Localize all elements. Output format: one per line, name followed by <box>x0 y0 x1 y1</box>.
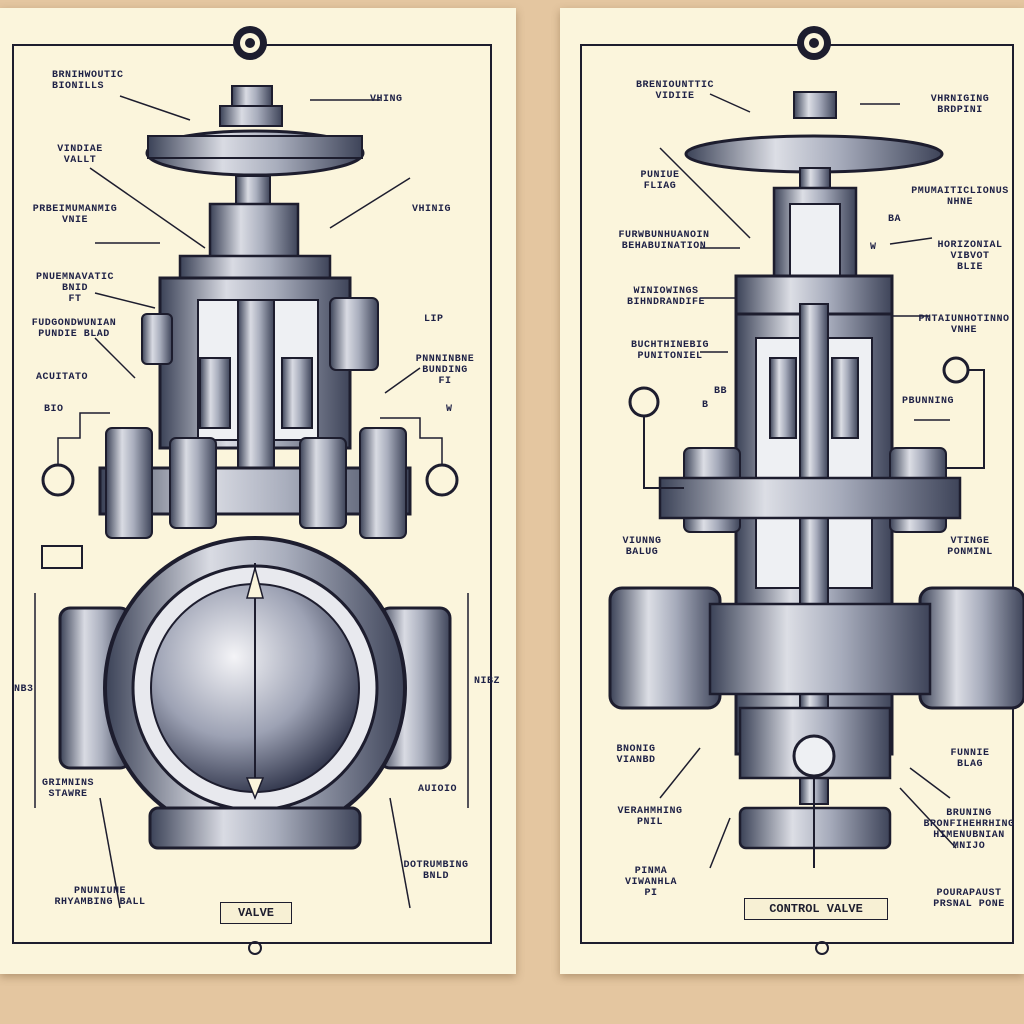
label-pnrumhin: PNTAIUNHOTINNO VNHE <box>918 314 1010 336</box>
label-pmumaitic: PMUMAITICLIONUS NHNE <box>911 186 1009 208</box>
label-visng: VIUNNG BALUG <box>622 536 662 558</box>
label-pnaunle: PNUNIUNE RHYAMBING BALL <box>54 886 146 908</box>
label-pneumatic: PNUEMNAVATIC BNID FT <box>35 272 114 305</box>
label-dotrumbig: DOTRUMBING BNLD <box>403 860 469 882</box>
dimension-right: NIBZ <box>474 676 501 687</box>
pressure-gauge-left <box>41 463 75 497</box>
label-w: W <box>870 242 877 253</box>
handwheel <box>684 134 944 174</box>
poster-frame <box>580 44 1014 944</box>
label-top-left: BRENIOUNTTIC VIDIIE <box>635 80 714 102</box>
label-pinma: PINMA VIWANHLA PI <box>624 866 677 899</box>
label-top-left: BRNIHWOUTIC BIONILLS <box>52 70 124 92</box>
label-pbuning: PBUNNING <box>902 396 955 407</box>
label-pourapaust: POURAPAUST PRSNAL PONE <box>933 888 1005 910</box>
pipe-right <box>918 586 1024 710</box>
label-actuator: ACUITATO <box>36 372 89 383</box>
label-rounding: BUCHTHINEBIG PUNITONIEL <box>630 340 709 362</box>
label-audio: AUIOIO <box>418 784 458 795</box>
pipe-left <box>608 586 722 710</box>
plug <box>792 734 836 778</box>
label-ba: BA <box>888 214 902 225</box>
label-grimbs: GRIMNINS STAWRE <box>41 778 94 800</box>
pressure-gauge-right <box>425 463 459 497</box>
poster-control-valve: BRENIOUNTTIC VIDIIE VHRNIGING BRDPINI PU… <box>560 8 1024 974</box>
label-top-right: VHRNIGING BRDPINI <box>930 94 990 116</box>
poster-valve: BRNIHWOUTIC BIONILLS VHING VINDIAE VALLT… <box>0 8 516 974</box>
stem-nut <box>231 85 273 109</box>
label-fugonbunn: FUDGONDWUNIAN PUNDIE BLAD <box>31 318 117 340</box>
control-valve-drawing <box>608 26 1024 955</box>
label-valning: VHINIG <box>412 204 452 215</box>
leader-lines <box>659 93 957 869</box>
label-unidle: WINIOWINGS BIHNDRANDIFE <box>626 286 705 308</box>
gauge-right <box>942 356 970 384</box>
registration-mark-top <box>797 26 831 60</box>
label-visinge: VTINGE PONMINL <box>947 536 993 558</box>
poster-title: VALVE <box>220 902 292 924</box>
label-bb: BB <box>714 386 728 397</box>
label-unidle: VINDIAE VALLT <box>57 144 103 166</box>
label-bnonig: BNONIG VIANBD <box>616 744 656 766</box>
dimension-left: NB3 <box>14 684 34 695</box>
label-top-right: VHING <box>370 94 403 105</box>
registration-mark-top <box>233 26 267 60</box>
gauge-left <box>628 386 660 418</box>
label-horizonal: HORIZONIAL VIBVOT BLIE <box>937 240 1003 273</box>
bonnet <box>208 202 300 266</box>
label-bio: BIO <box>44 404 64 415</box>
ball-valve-drawing <box>34 26 469 955</box>
label-w: W <box>446 404 453 415</box>
label-bruning: BRUNING BRONFIHEHRHING HIMENUBNIAN MNIJO <box>923 808 1015 852</box>
label-tip: LIP <box>424 314 444 325</box>
stem-nut <box>793 91 837 119</box>
label-fuwbunn: FURWBUNHUANOIN BEHABUINATION <box>618 230 710 252</box>
label-b: B <box>702 400 709 411</box>
label-venerhing: VERAHMHING PNIL <box>617 806 683 828</box>
label-puniue: PUNIUE FLIAG <box>640 170 680 192</box>
label-punnining: PNNNINBNE BUNDING FI <box>415 354 475 387</box>
label-funme: FUNNIE BLAG <box>950 748 990 770</box>
leader-lines <box>89 95 421 909</box>
label-pemiuming: PRBEIMUMANMIG VNIE <box>32 204 118 226</box>
poster-title: CONTROL VALVE <box>744 898 888 920</box>
